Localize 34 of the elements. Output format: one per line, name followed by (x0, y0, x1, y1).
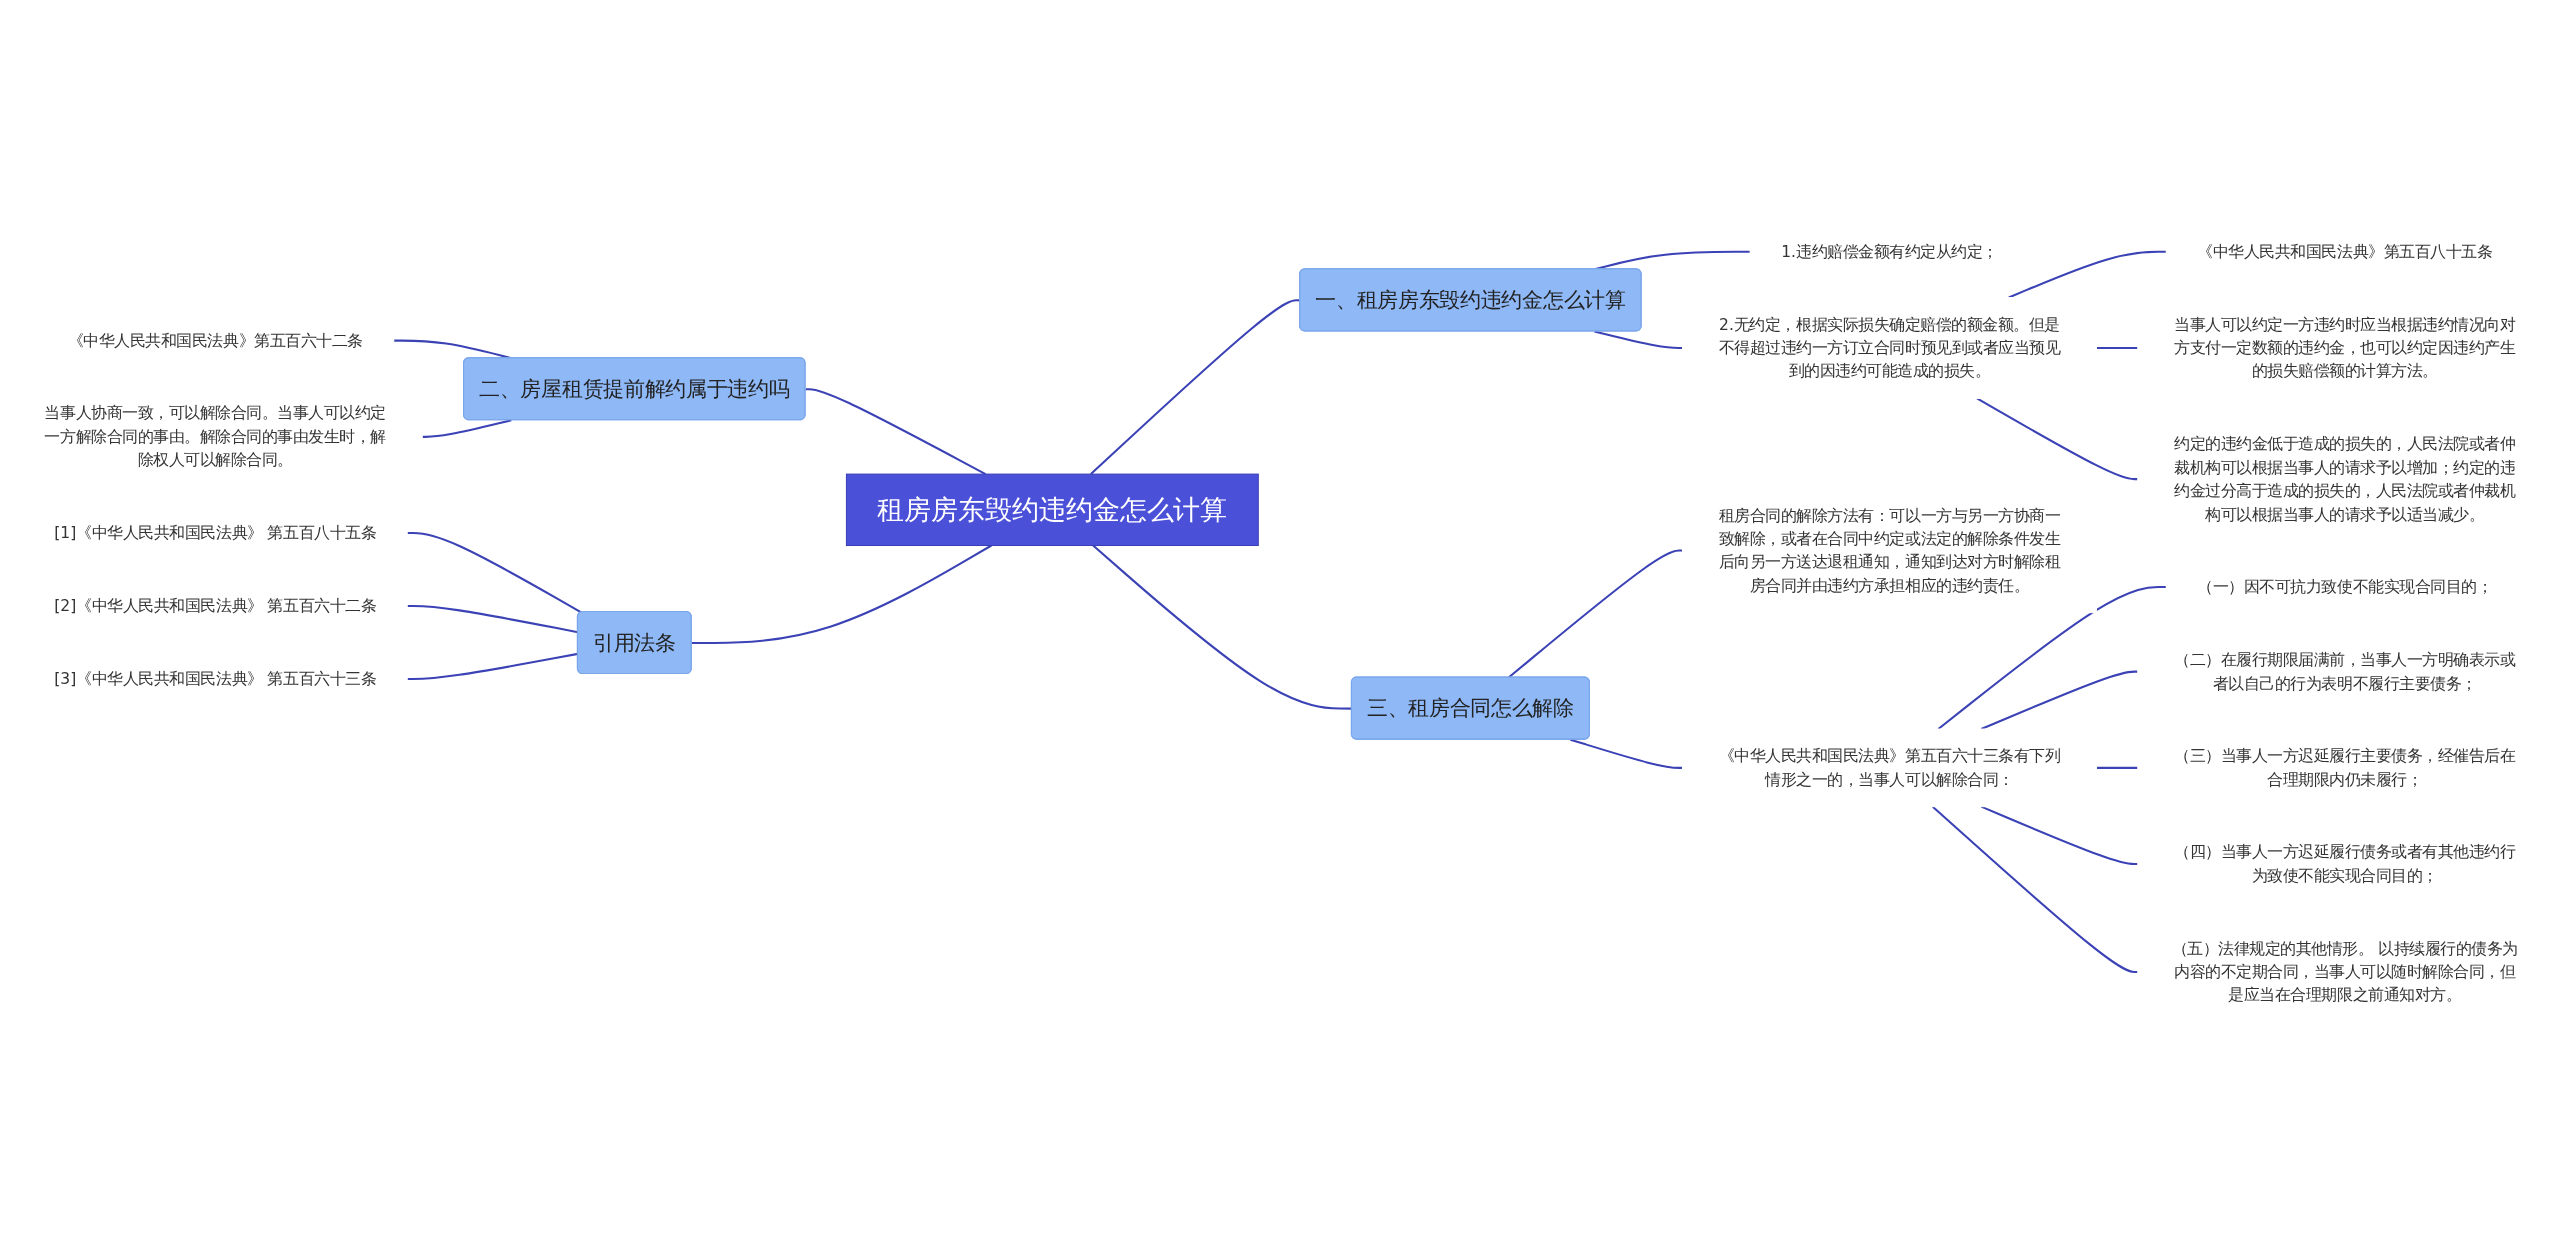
node-text: （一）因不可抗力致使不能实现合同目的； (2197, 577, 2493, 597)
node-text: 《中华人民共和国民法典》第五百八十五条 (2197, 242, 2493, 261)
node-text: 租房合同的解除方法有：可以一方与另一方协商一致解除，或者在合同中约定或法定的解除条件发生后向另一方送达退租通知，通知到达对方时解除租房合同并由违约方承担相应的违约责任。 (1718, 506, 2061, 595)
connector (1932, 805, 2138, 973)
node-text: （三）当事人一方迟延履行主要债务，经催告后在合理期限内仍未履行； (2174, 746, 2516, 789)
node-text: 当事人协商一致，可以解除合同。当事人可以约定一方解除合同的事由。解除合同的事由发生时，解除权人可以解除合同。 (44, 404, 386, 470)
node-text: [1]《中华人民共和国民法典》 第五百八十五条 (54, 523, 377, 543)
connector (2096, 346, 2138, 350)
connector (422, 419, 512, 438)
connector (1976, 397, 2138, 481)
node-text: 当事人可以约定一方违约时应当根据违约情况向对方支付一定数额的违约金，也可以约定因违约产生的损失赔偿额的计算方法。 (2174, 315, 2516, 381)
connector (1937, 586, 2167, 730)
connector (1980, 670, 2138, 730)
node-text: （四）当事人一方迟延履行债务或者有其他违约行为致使不能实现合同目的； (2174, 842, 2516, 885)
node-text: [3]《中华人民共和国民法典》 第五百六十三条 (54, 669, 377, 689)
node-text: 《中华人民共和国民法典》第五百六十三条有下列情形之一的，当事人可以解除合同： (1718, 746, 2061, 789)
connector (1594, 330, 1683, 350)
connector (1570, 738, 1683, 769)
connector (1092, 544, 1352, 710)
connector (407, 532, 582, 614)
node-text: 《中华人民共和国民法典》第五百六十二条 (67, 331, 363, 350)
connector (1507, 549, 1683, 679)
node-text: 约定的违约金低于造成的损失的，人民法院或者仲裁机构可以根据当事人的请求予以增加；约定的违约金过分高于造成的损失的，人民法院或者仲裁机构可以根据当事人的请求予以适当减少。 (2174, 434, 2516, 524)
node-text: （二）在履行期限届满前，当事人一方明确表示或者以自己的行为表明不履行主要债务； (2174, 650, 2516, 693)
node-text: [2]《中华人民共和国民法典》 第五百六十二条 (54, 596, 377, 616)
node-text: 2.无约定，根据实际损失确定赔偿的额金额。但是不得超过违约一方订立合同时预见到或者应当预见到的因违约可能造成的损失。 (1718, 315, 2061, 381)
connector (2008, 250, 2167, 299)
connector (805, 388, 986, 476)
connector (2096, 766, 2138, 769)
connector (1980, 805, 2138, 866)
node-text: 1.违约赔偿金额有约定从约定； (1781, 242, 1998, 261)
node-text: （五）法律规定的其他情形。 以持续履行的债务为内容的不定期合同，当事人可以随时解除合同，但是应当在合理期限之前通知对方。 (2171, 939, 2518, 1005)
node-box (845, 473, 1259, 546)
connector (691, 544, 992, 645)
